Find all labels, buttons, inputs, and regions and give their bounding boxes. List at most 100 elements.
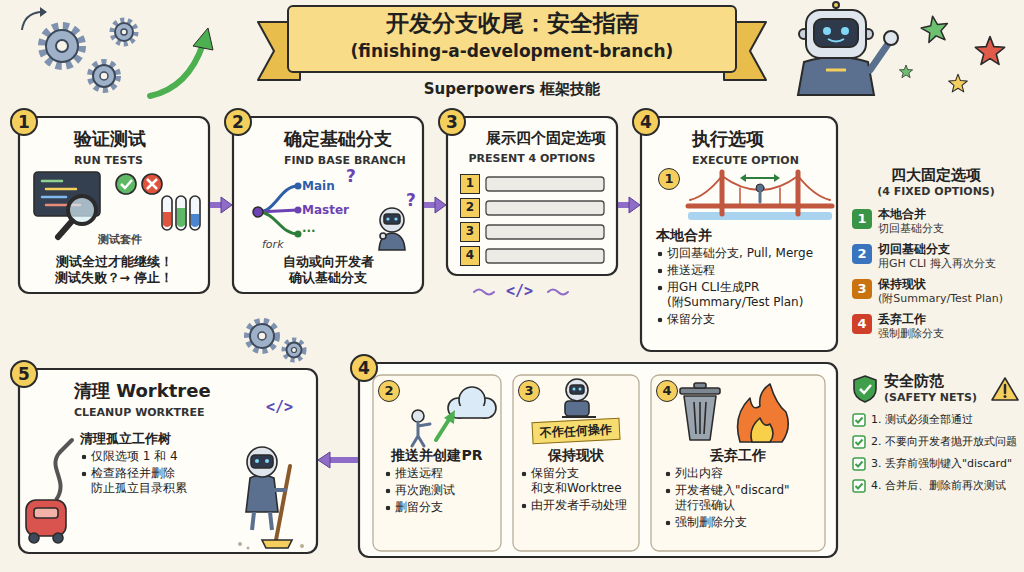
warning-icon xyxy=(992,378,1018,400)
sitting-robot xyxy=(565,401,589,416)
branch-illustration xyxy=(258,212,298,234)
label: 1. 测试必须全部通过 xyxy=(871,412,1020,427)
mopping-robot xyxy=(255,459,259,463)
safety-item: 4. 合并后、删除前再次测试 xyxy=(852,478,1020,493)
option-text: 本地合并切回基础分支 xyxy=(878,207,1020,236)
test-suite-illustration xyxy=(116,174,136,194)
bridge-illustration xyxy=(744,177,776,179)
label: 4 xyxy=(852,314,872,334)
robot-mascot xyxy=(884,31,898,45)
step-number: 4 xyxy=(632,108,660,136)
push-cloud-illustration xyxy=(444,410,455,424)
flow-arrow xyxy=(424,197,446,213)
test-suite-illustration xyxy=(42,180,62,183)
step-box-fill xyxy=(19,117,209,293)
push-cloud-illustration xyxy=(412,410,424,422)
step-title: 验证测试 xyxy=(74,128,204,150)
flow-arrow xyxy=(329,457,358,463)
label: ... xyxy=(302,221,316,235)
vacuum-illustration xyxy=(26,500,66,536)
label: 切回基础分支 xyxy=(878,242,1020,257)
step-box-fill xyxy=(359,363,837,557)
flow-arrow xyxy=(424,202,436,208)
mopping-robot xyxy=(251,455,273,468)
option-number: 1 xyxy=(658,168,680,190)
option-row: 4丢弃工作强制删除分支 xyxy=(852,312,1020,341)
gear-icons xyxy=(115,23,133,41)
check-icon xyxy=(853,436,865,448)
sitting-robot xyxy=(570,385,584,394)
mopping-robot xyxy=(247,547,250,550)
sitting-robot xyxy=(562,416,596,418)
robot-mascot xyxy=(798,2,898,95)
label: 2 xyxy=(852,244,872,264)
branch-illustration xyxy=(295,183,302,190)
step-box-fill xyxy=(233,117,423,293)
label: 3 xyxy=(852,279,872,299)
robot-mascot xyxy=(828,39,844,42)
arrow-head xyxy=(435,197,446,213)
check-icon xyxy=(852,479,866,493)
warning-icon xyxy=(1004,385,1007,393)
option-text: 切回基础分支用GH CLI 拇入再次分支 xyxy=(878,242,1020,271)
growth-arrow xyxy=(150,28,213,96)
label: 丢弃工作 xyxy=(878,312,1020,327)
bridge-illustration xyxy=(688,172,832,220)
branch-illustration xyxy=(295,207,302,214)
warning-icon xyxy=(1004,395,1007,398)
safety-item: 3. 丢弃前强制键入"discard" xyxy=(852,456,1020,471)
step-subtitle: RUN TESTS xyxy=(74,154,204,168)
thinking-robot xyxy=(380,208,404,232)
mopping-robot xyxy=(247,447,277,477)
option-bar xyxy=(486,201,604,215)
option-number: 3 xyxy=(518,380,540,402)
title-slot: 开发分支收尾：安全指南 xyxy=(288,9,736,37)
flow-arrow xyxy=(318,452,358,468)
vacuum-illustration xyxy=(53,533,63,543)
squiggle-marks xyxy=(548,290,568,295)
step-subtitle: EXECUTE OPTION xyxy=(692,154,832,168)
cleanup-gears xyxy=(247,321,277,351)
mopping-robot xyxy=(238,447,304,550)
branch-illustration xyxy=(253,183,302,238)
cleanup-gears xyxy=(284,340,304,360)
step-title: 执行选项 xyxy=(692,128,832,150)
vacuum-illustration xyxy=(29,533,39,543)
label: </> xyxy=(506,282,533,300)
option-title: 保持现状 xyxy=(516,446,636,464)
test-suite-illustration xyxy=(190,196,200,230)
bridge-illustration xyxy=(779,188,781,206)
flow-arrow xyxy=(210,197,232,213)
bullet-item: 用GH CLI生成PR (附Summary/Test Plan) xyxy=(656,280,828,310)
label: </> xyxy=(266,398,293,416)
arrow-head xyxy=(629,197,640,213)
robot-mascot xyxy=(823,27,831,35)
cleanup-gears xyxy=(292,348,297,353)
thinking-robot xyxy=(386,217,389,220)
test-suite-illustration xyxy=(163,212,171,227)
trash-fire-illustration xyxy=(738,384,789,442)
step-box-fill xyxy=(447,117,617,275)
bullet-item: 保留分支 xyxy=(656,312,828,327)
option-slot: 4 xyxy=(460,246,604,266)
step-number: 1 xyxy=(10,108,38,136)
mopping-robot xyxy=(274,488,285,492)
step-box-fill xyxy=(19,369,317,553)
bridge-illustration xyxy=(688,204,832,209)
test-suite-illustration xyxy=(177,208,185,227)
step-note: 测试全过才能继续！ 测试失败？→ 停止！ xyxy=(28,254,200,286)
bridge-illustration xyxy=(796,172,801,214)
arrow-head xyxy=(221,197,232,213)
bullet-item: 检查路径并删除 防止孤立目录积累 xyxy=(80,466,222,496)
branch-illustration xyxy=(253,207,263,217)
sitting-robot xyxy=(573,388,576,391)
gear-icons xyxy=(42,26,82,66)
thinking-robot xyxy=(379,233,405,250)
label: (finishing-a-development-branch) xyxy=(288,40,736,62)
vacuum-illustration xyxy=(26,440,72,543)
step-subtitle: PRESENT 4 OPTIONS xyxy=(458,152,606,166)
title: 开发分支收尾：安全指南 xyxy=(288,9,736,37)
label-slot: ? xyxy=(346,166,356,186)
test-suite-illustration xyxy=(34,172,200,237)
